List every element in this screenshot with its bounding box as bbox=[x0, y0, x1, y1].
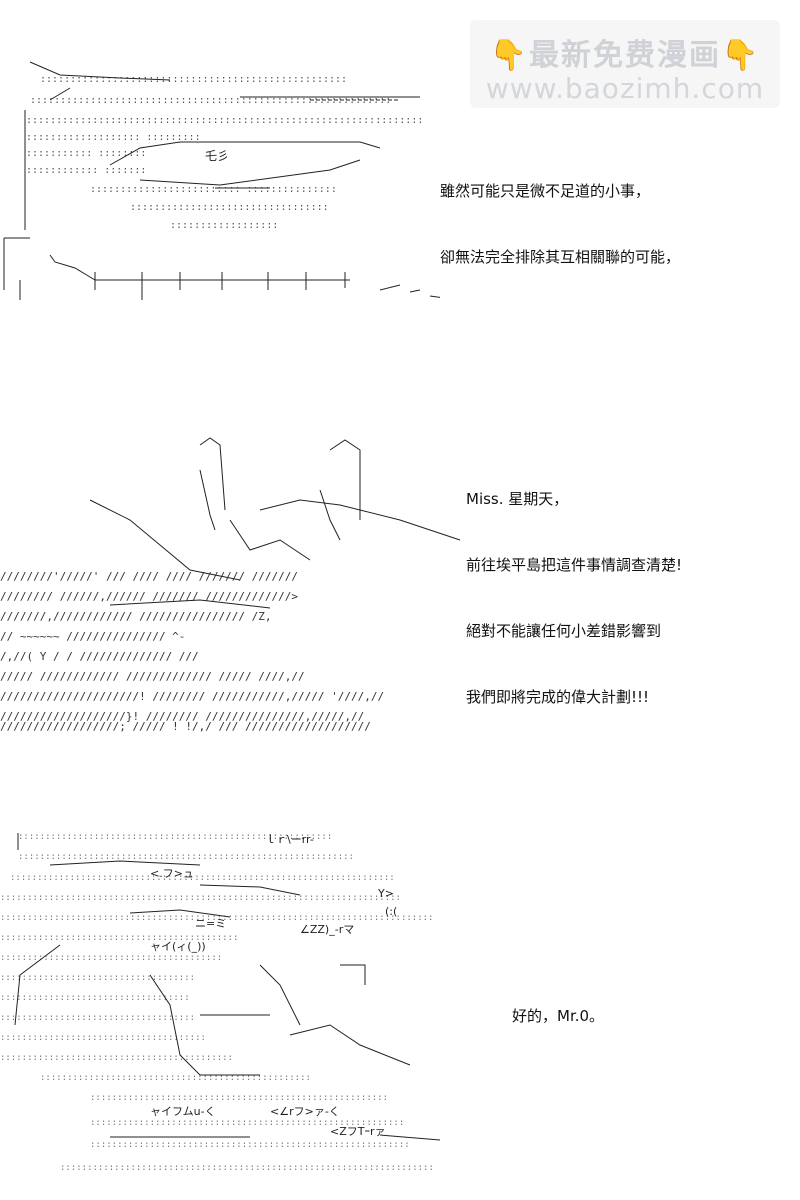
dots-row: ::::::::::::::::::::::::::::::::::::::::… bbox=[18, 852, 354, 862]
dots-row: ::::::::::::::::::::::::::::::::::::::::… bbox=[18, 832, 332, 842]
hands-art-svg: ////////'/////' /// //// //// /////// //… bbox=[0, 437, 461, 733]
finger-right-inner bbox=[319, 489, 341, 541]
art-text: <∠rフ>ァ-く bbox=[270, 1105, 340, 1118]
caption-line: 卻無法完全排除其互相關聯的可能， bbox=[440, 248, 681, 266]
trailing-marks bbox=[379, 284, 440, 298]
pointing-down-hand-icon: 👇 bbox=[489, 38, 529, 73]
watermark-title: 👇最新免费漫画👇 bbox=[470, 30, 780, 74]
ascii-art-hands: ////////'/////' /// //// //// /////// //… bbox=[0, 430, 660, 750]
dots-row: ::::::::::::::::::::::::::::::::::::::::… bbox=[30, 95, 391, 106]
art-text: <.フ>ュ bbox=[150, 867, 194, 880]
ascii-art-figure: ::::::::::::::::::::::::::::::::::::::::… bbox=[0, 825, 470, 1195]
eye-glyph: 乇彡 bbox=[205, 149, 229, 163]
caption-line: 雖然可能只是微不足道的小事， bbox=[440, 182, 651, 200]
eye-bottom-line bbox=[139, 159, 361, 186]
watermark-box: 👇最新免费漫画👇 www.baozimh.com bbox=[470, 20, 780, 108]
dash-line-right bbox=[379, 1134, 441, 1141]
dots-row: ::::::::::::::::::::::::::::::::::::::::… bbox=[40, 1073, 311, 1083]
eye-art-svg: ::::::::::::::::::::::::::::::::::::::::… bbox=[3, 61, 440, 300]
caption-line: 絕對不能讓任何小差錯影響到 bbox=[466, 622, 662, 640]
baseline-ticks bbox=[94, 272, 346, 300]
dots-row: :::::::::::::::::::::::::::::::::::: bbox=[0, 1013, 195, 1023]
figure-art-svg: ::::::::::::::::::::::::::::::::::::::::… bbox=[0, 832, 441, 1173]
dots-row: ::::::::::::::::::::::::::::::::::::::::… bbox=[60, 1163, 434, 1173]
dots-row: :::::::::::::::::::::::::::::::::::: bbox=[0, 973, 195, 983]
dots-row: ::::::::::::::::::::::::::::::::::::::::… bbox=[10, 873, 395, 883]
finger-left bbox=[199, 437, 226, 511]
dots-row: :::::::::::: ::::::: bbox=[26, 165, 146, 176]
hand-line bbox=[289, 1024, 411, 1066]
hatch-row: ///////,//////////// //////////////// /Z… bbox=[0, 610, 272, 623]
dots-row: ::::::::::::::::::::::::::::::::::::::::… bbox=[0, 953, 222, 963]
neck-line bbox=[259, 964, 301, 1026]
palm-right bbox=[259, 499, 461, 541]
art-text: ャイ(ィ(_)) bbox=[150, 940, 206, 953]
dots-row: ::::::::::::::::::::::::::::::::::::::::… bbox=[0, 893, 401, 903]
ascii-art-eye: ::::::::::::::::::::::::::::::::::::::::… bbox=[0, 0, 440, 330]
hatch-row: /,//( Y / / ////////////// /// bbox=[0, 650, 199, 663]
dots-row: ::::::::::::::::::::::::::::::::::::::::… bbox=[0, 913, 433, 923]
dots-row: ::::::::::::::::::::::::::::::::::: bbox=[0, 993, 190, 1003]
art-text: Y> bbox=[377, 887, 394, 900]
knuckle-line bbox=[229, 519, 311, 561]
caption-panel-2: Miss. 星期天， 前往埃平島把這件事情調查清楚! 絕對不能讓任何小差錯影響到… bbox=[466, 444, 682, 752]
panel-1: ::::::::::::::::::::::::::::::::::::::::… bbox=[0, 0, 800, 330]
jaw-line bbox=[49, 254, 96, 281]
hatch-row: ///// //////////// ///////////// ///// /… bbox=[0, 670, 305, 683]
finger-right bbox=[329, 439, 361, 520]
dots-row: :::::::::::::::::::::::::::::::::::::: bbox=[0, 1033, 206, 1043]
dots-row: ::::::::::: :::::::: bbox=[26, 148, 146, 159]
caption-line: 我們即將完成的偉大計劃!!! bbox=[466, 688, 650, 706]
dots-row: ::::::::::::::::::::::::::::::::::::::::… bbox=[0, 1053, 233, 1063]
dots-row: ::::::::::::::::::: ::::::::: bbox=[26, 132, 201, 143]
watermark-title-text: 最新免费漫画 bbox=[529, 38, 721, 73]
dots-row: ::::::::::::::::::::::::::::::::::::::::… bbox=[90, 1118, 404, 1128]
hatch-row: // ~~~~~~ /////////////// ^- bbox=[0, 630, 185, 643]
caption-panel-3: 好的，Mr.0。 bbox=[512, 961, 604, 1071]
dots-row: ::::::::::::::::::::::::::::::::::::::::… bbox=[40, 74, 347, 85]
eye-line bbox=[129, 909, 231, 918]
hair-line bbox=[49, 860, 201, 866]
hatch-row: //////// //////,////// /////// /////////… bbox=[0, 590, 298, 603]
art-text: ∠ZZ)_-rマ bbox=[300, 923, 354, 936]
shoulder-left bbox=[14, 944, 61, 1026]
dots-row: ::::::::::::::::::::::::::::::::::::::::… bbox=[90, 1093, 388, 1103]
hatch-row: ////////'/////' /// //// //// /////// //… bbox=[0, 570, 298, 583]
hatch-row: ///////////////////}! //////// /////////… bbox=[0, 710, 364, 723]
hatch-row: /////////////////////! //////// ////////… bbox=[0, 690, 384, 703]
pointing-down-hand-icon: 👇 bbox=[721, 38, 761, 73]
dots-row: ::::::::::::::::::::::::::::::::::::::::… bbox=[90, 1140, 410, 1150]
dots-row: :::::::::::::::::: bbox=[170, 220, 278, 231]
brow-line bbox=[29, 61, 171, 81]
watermark-url: www.baozimh.com bbox=[485, 72, 765, 105]
brow-line bbox=[199, 884, 301, 896]
dots-row: ::::::::::::::::::::::::::::::::::::::::… bbox=[26, 115, 423, 126]
art-text: (:( bbox=[385, 905, 397, 918]
arm-line bbox=[149, 974, 201, 1076]
hatch-row: //////////////////; ///// ! !/,/ /// ///… bbox=[0, 720, 371, 733]
dots-row: ::::::::::::::::::::::::::::::::::::::::… bbox=[0, 933, 238, 943]
finger-left-inner bbox=[199, 469, 216, 531]
wrist-line bbox=[109, 599, 271, 609]
caption-line: 前往埃平島把這件事情調查清楚! bbox=[466, 556, 683, 574]
caption-line: 好的，Mr.0。 bbox=[512, 1007, 605, 1025]
lid-line bbox=[49, 87, 71, 101]
dots-row: ::::::::::::::::::::::::::::::::: bbox=[130, 202, 329, 213]
art-text: <ZフTｰrァ bbox=[330, 1125, 386, 1138]
panel-3: ::::::::::::::::::::::::::::::::::::::::… bbox=[0, 825, 800, 1195]
cup-rim bbox=[340, 964, 366, 985]
caption-line: Miss. 星期天， bbox=[466, 490, 569, 508]
panel-2: ////////'/////' /// //// //// /////// //… bbox=[0, 430, 800, 760]
art-text: ｌｒ\ーrr- bbox=[265, 833, 314, 846]
art-text: ニ=ミ bbox=[195, 917, 226, 930]
art-text: ャイフムu-く bbox=[150, 1105, 216, 1118]
eye-top-line bbox=[109, 141, 381, 166]
palm-left bbox=[89, 499, 241, 581]
caption-panel-1: 雖然可能只是微不足道的小事， 卻無法完全排除其互相關聯的可能， bbox=[440, 136, 680, 312]
dots-row: ::::::::::::::::::::::::: ::::::::::::::… bbox=[90, 184, 337, 195]
